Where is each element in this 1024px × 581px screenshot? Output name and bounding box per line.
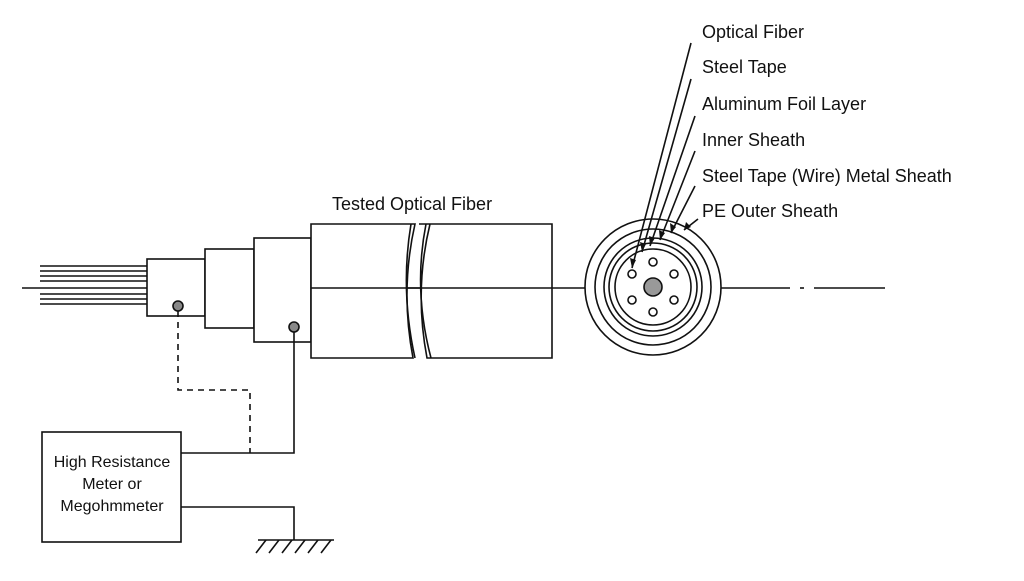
steel-tape-ring [614, 248, 692, 326]
cable-body-right [419, 223, 553, 359]
cable-break [405, 223, 416, 359]
leader-metal-sheath [670, 185, 696, 234]
label-inner-sheath: Inner Sheath [702, 130, 806, 150]
fiber-holes [627, 257, 679, 317]
arrow-head [630, 258, 636, 268]
arrow-head [649, 236, 655, 246]
leader-inner-sheath [659, 150, 696, 241]
cable-body-left [310, 223, 417, 359]
dashed-wire [177, 311, 251, 453]
connection-point [288, 321, 300, 333]
central-member [643, 277, 663, 297]
arrow-head [670, 223, 676, 233]
arrow-head [659, 230, 665, 240]
solid-wire [181, 332, 295, 454]
label-optical-fiber: Optical Fiber [702, 22, 805, 42]
meter-box [41, 431, 182, 543]
cable-step-2 [204, 248, 255, 329]
connection-point [172, 300, 184, 312]
leader-optical-fiber [631, 42, 692, 269]
tested-fiber-label: Tested Optical Fiber [332, 194, 493, 214]
meter-label: High Resistance Meter or Megohmmeter [44, 452, 180, 518]
aluminum-foil-ring [608, 242, 698, 332]
ground-wire [181, 506, 295, 540]
metal-sheath-ring [594, 228, 712, 346]
meter-label-line: High Resistance [53, 454, 171, 471]
cable-break [419, 223, 432, 359]
label-metal-sheath: Steel Tape (Wire) Metal Sheath [702, 166, 952, 186]
arrow-head [640, 242, 646, 252]
label-steel-tape: Steel Tape [702, 57, 787, 77]
arrow-head [684, 222, 691, 230]
leader-aluminum-foil [649, 115, 696, 247]
cable-step-3 [253, 237, 312, 343]
ground-icon [255, 539, 332, 554]
fiber-strands [40, 265, 147, 305]
label-aluminum-foil-layer: Aluminum Foil Layer [702, 94, 867, 114]
leader-steel-tape [641, 78, 692, 253]
label-pe-outer-sheath: PE Outer Sheath [702, 201, 839, 221]
meter-label-line: Megohmmeter [60, 498, 164, 515]
meter-label-line: Meter or [82, 476, 142, 493]
